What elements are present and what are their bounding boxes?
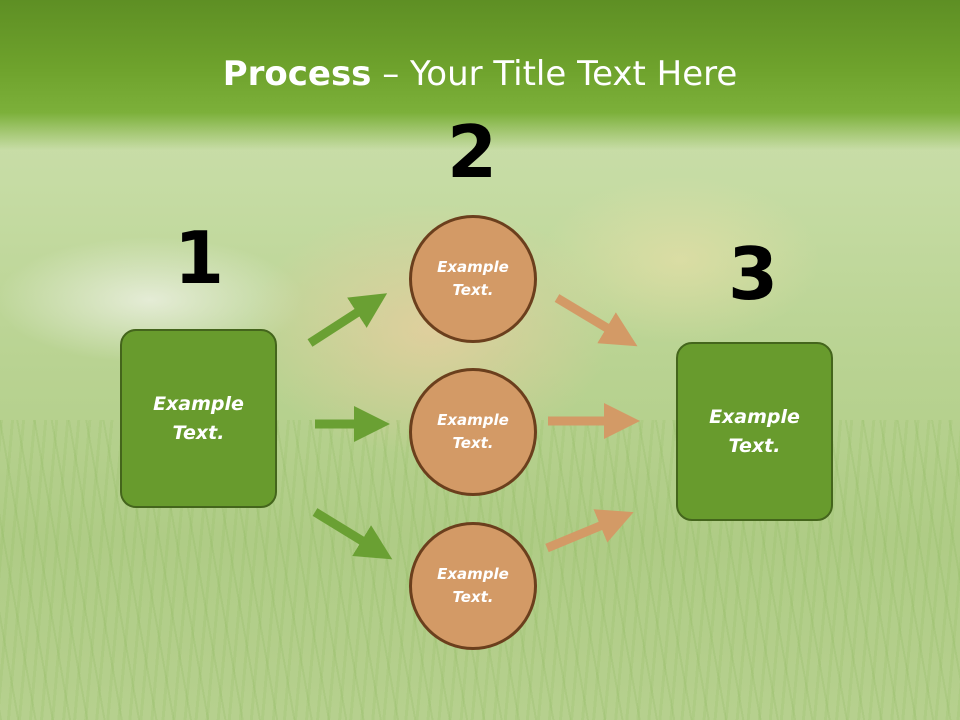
step-2-circle-top: Example Text. <box>409 215 537 343</box>
step-number-2: 2 <box>446 110 498 194</box>
step-3-box: Example Text. <box>676 342 833 521</box>
title-rest: – Your Title Text Here <box>371 54 738 94</box>
step-2-circle-bottom: Example Text. <box>409 522 537 650</box>
title-bold: Process <box>222 54 372 94</box>
title-banner <box>0 0 960 150</box>
step-3-box-text: Example Text. <box>709 405 800 457</box>
slide-title: Process – Your Title Text Here <box>0 52 960 96</box>
arrow-tan-down <box>554 294 638 347</box>
arrow-green-up <box>307 293 388 347</box>
step-number-1: 1 <box>173 216 225 300</box>
step-number-3: 3 <box>727 232 779 316</box>
step-2-circle-middle: Example Text. <box>409 368 537 496</box>
arrow-green-down <box>312 508 393 560</box>
arrow-tan-up <box>545 509 634 553</box>
circle-middle-text: Example Text. <box>437 411 509 452</box>
circle-bottom-text: Example Text. <box>437 565 509 606</box>
step-1-box: Example Text. <box>120 329 277 508</box>
circle-top-text: Example Text. <box>437 258 509 299</box>
step-1-box-text: Example Text. <box>153 392 244 444</box>
